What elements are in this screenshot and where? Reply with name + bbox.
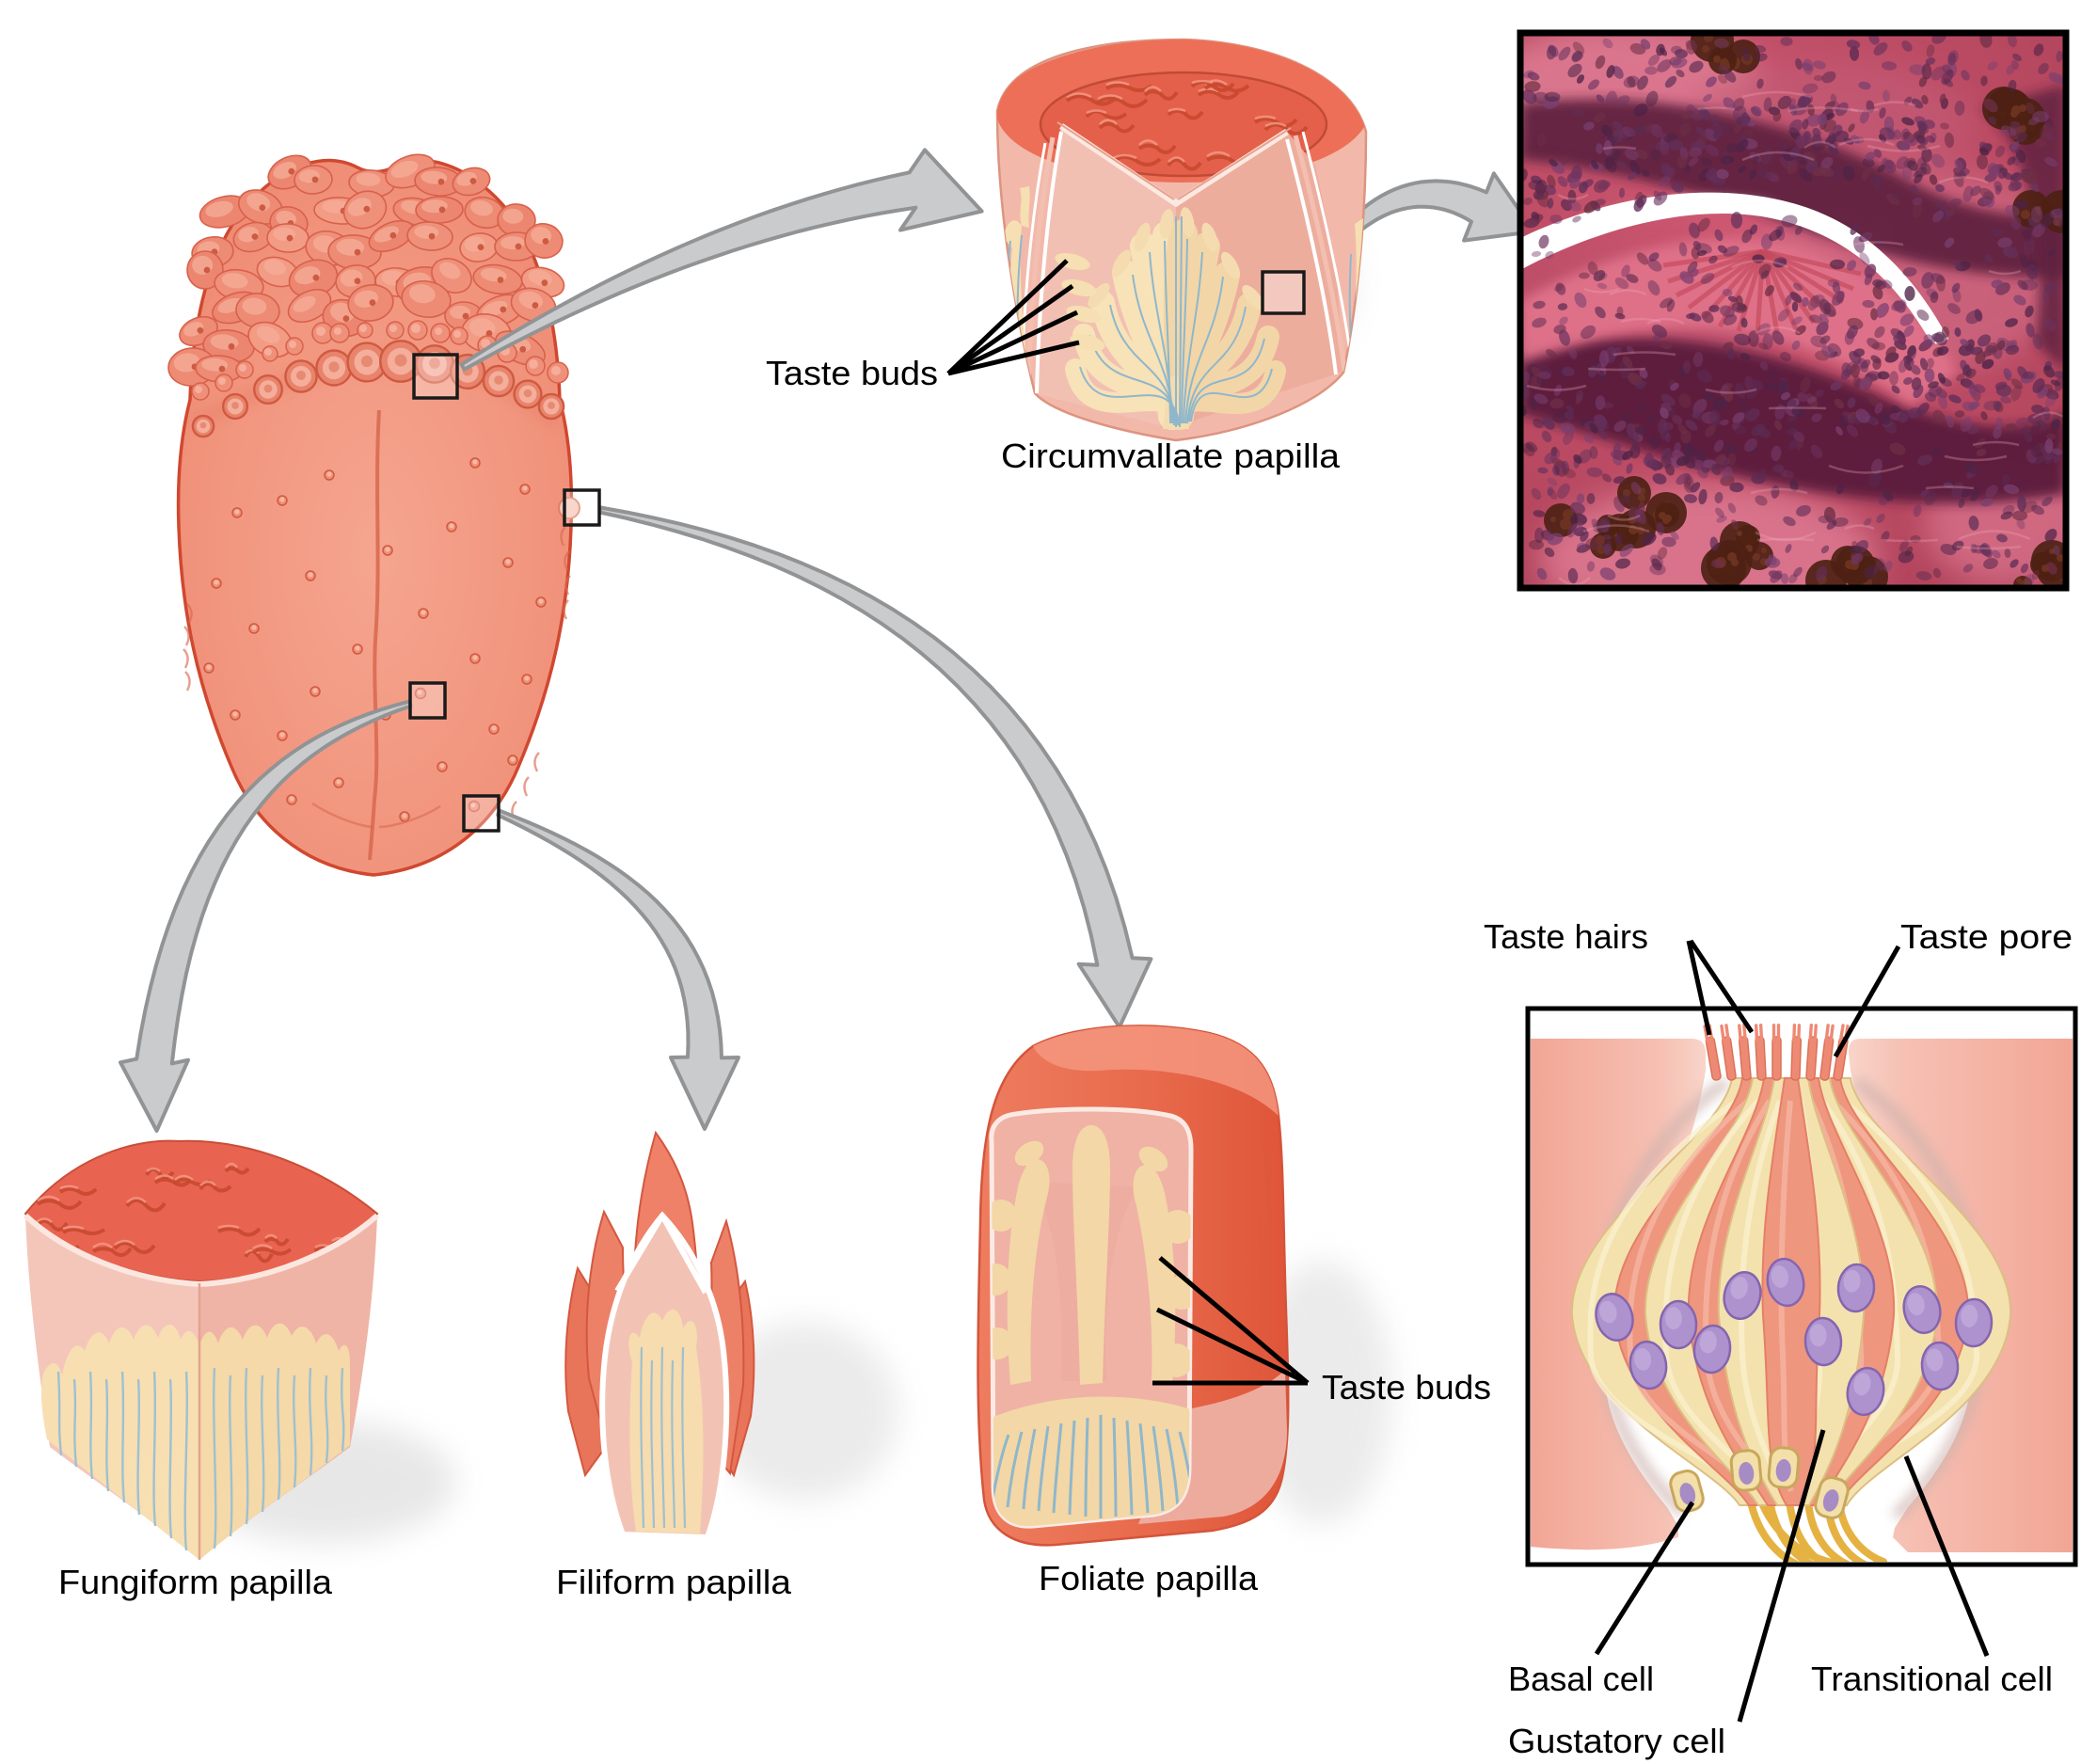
svg-text:Taste buds: Taste buds [766,354,938,392]
svg-text:Basal cell: Basal cell [1508,1660,1654,1698]
svg-text:Gustatory cell: Gustatory cell [1508,1722,1725,1760]
svg-text:Transitional cell: Transitional cell [1811,1660,2053,1698]
svg-text:Foliate papilla: Foliate papilla [1039,1559,1259,1597]
svg-text:Fungiform papilla: Fungiform papilla [58,1563,333,1601]
svg-text:Taste hairs: Taste hairs [1484,917,1648,956]
svg-text:Taste buds: Taste buds [1322,1368,1491,1406]
svg-text:Circumvallate papilla: Circumvallate papilla [1001,437,1341,475]
svg-text:Taste pore: Taste pore [1900,917,2073,956]
svg-text:Filiform papilla: Filiform papilla [556,1563,792,1601]
